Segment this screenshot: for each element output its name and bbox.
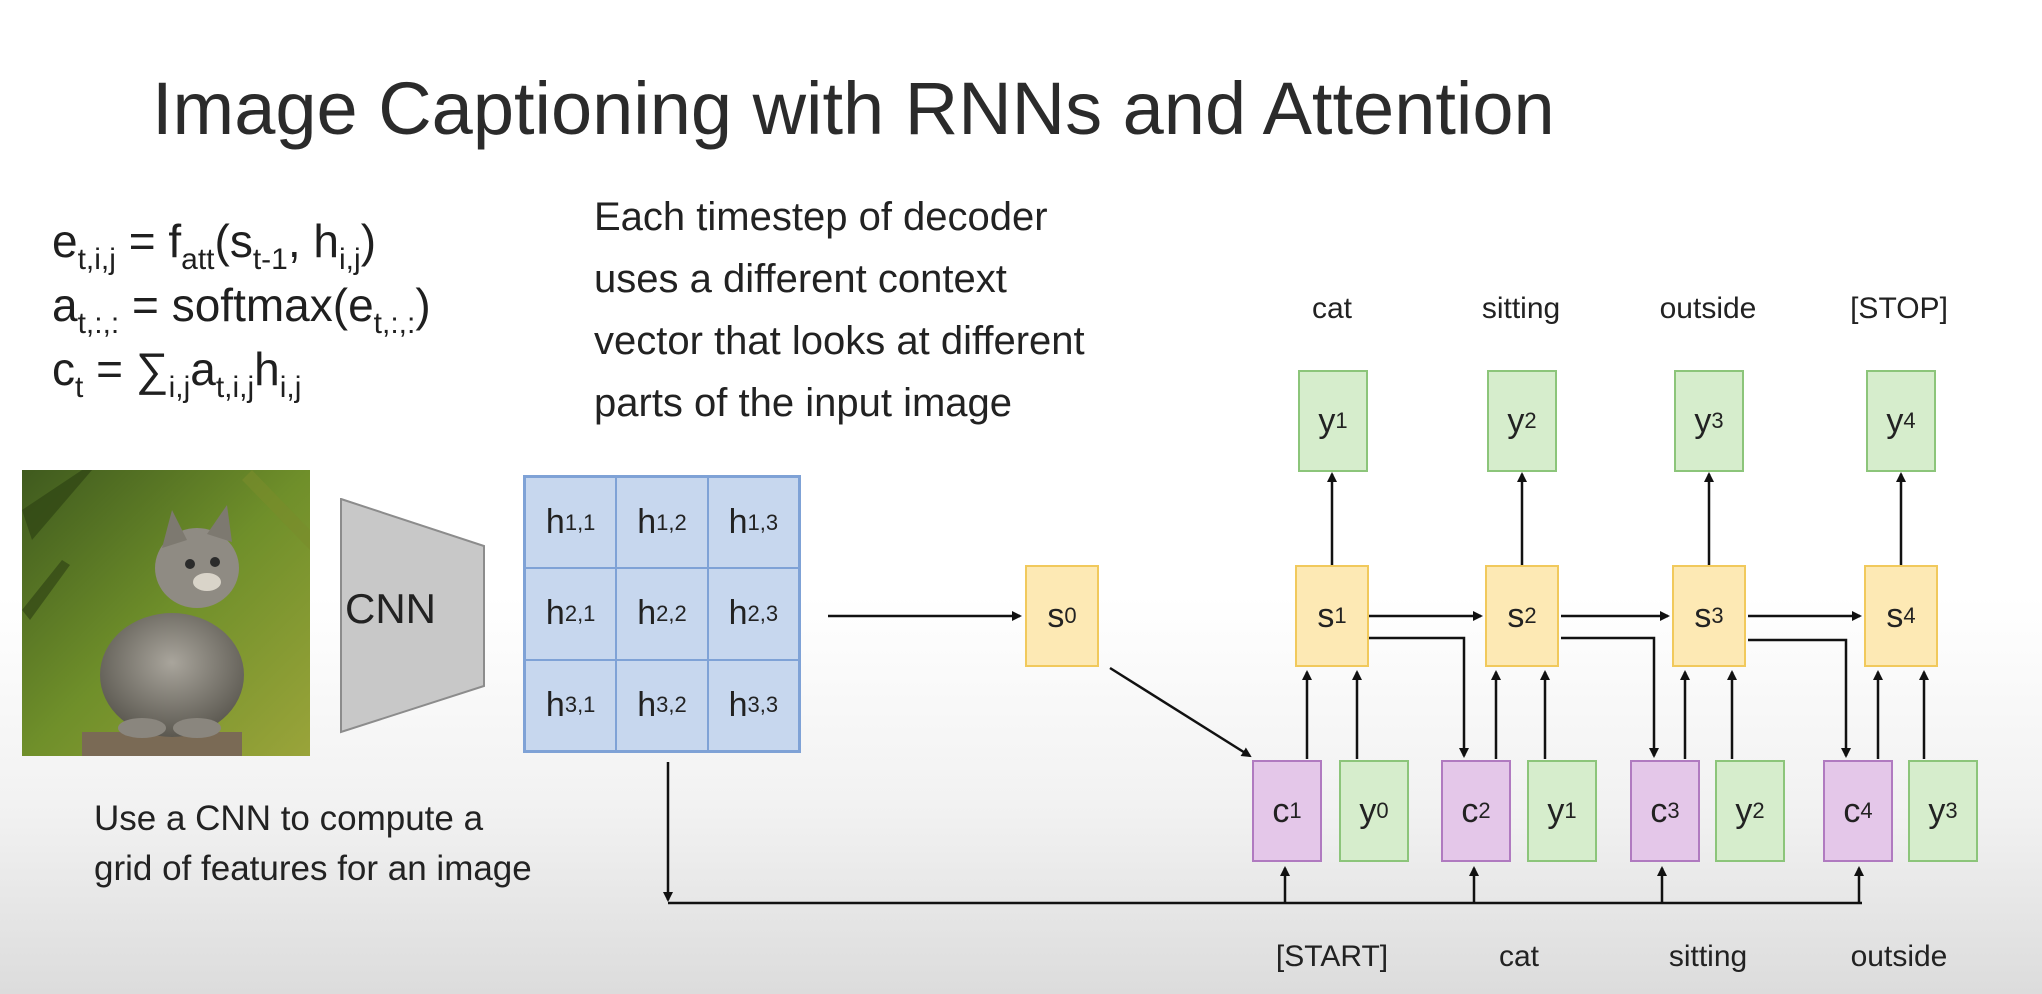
output-word: sitting bbox=[1481, 292, 1561, 325]
output-word: outside bbox=[1659, 292, 1757, 325]
output-word: [STOP] bbox=[1850, 292, 1948, 325]
arrow-s2-to-c3 bbox=[1561, 636, 1659, 758]
equation-context: ct = ∑i,jat,i,jhi,j bbox=[52, 343, 302, 404]
cnn-caption-line: Use a CNN to compute a bbox=[94, 799, 484, 838]
arrow-s0-to-c1 bbox=[1109, 666, 1252, 758]
input-word: sitting bbox=[1668, 940, 1748, 973]
cnn-label: CNN bbox=[345, 585, 436, 632]
cnn-caption-line: grid of features for an image bbox=[94, 849, 532, 888]
description-line: parts of the input image bbox=[594, 381, 1013, 425]
equation-attention: at,:,: = softmax(et,:,:) bbox=[52, 279, 431, 340]
arrow-s1-to-c2 bbox=[1369, 636, 1469, 758]
output-word: cat bbox=[1311, 292, 1353, 325]
slide-title: Image Captioning with RNNs and Attention bbox=[152, 67, 1555, 150]
input-image bbox=[22, 470, 310, 756]
equation-energy: et,i,j = fatt(st-1, hi,j) bbox=[52, 215, 377, 276]
input-word: [START] bbox=[1275, 940, 1389, 973]
arrow-s3-to-c4 bbox=[1748, 638, 1851, 758]
input-word: cat bbox=[1498, 940, 1540, 973]
description-line: vector that looks at different bbox=[594, 319, 1085, 363]
description-line: Each timestep of decoder bbox=[594, 195, 1048, 239]
cnn-block bbox=[340, 498, 485, 734]
input-word: outside bbox=[1850, 940, 1948, 973]
cnn-caption: Use a CNN to compute a grid of features … bbox=[94, 794, 532, 894]
description-line: uses a different context bbox=[594, 257, 1007, 301]
description-text: Each timestep of decoder uses a differen… bbox=[594, 186, 1234, 434]
